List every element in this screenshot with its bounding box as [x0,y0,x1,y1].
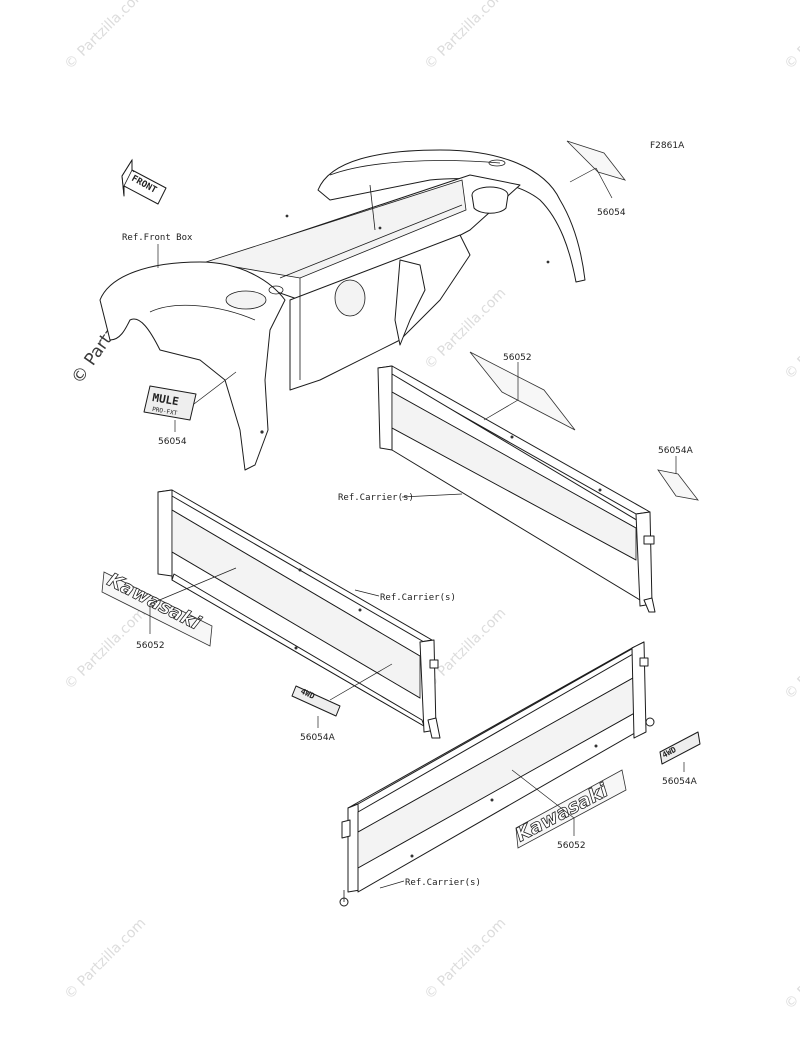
part-label-56054A-bottom: 56054A [662,777,698,787]
watermark: © Partzilla.com [422,915,510,1003]
watermark: © Partzilla.com [782,0,800,73]
carrier-panel-middle [157,489,441,739]
watermark: © Partzilla.com [62,915,150,1003]
part-label-56054A-left: 56054A [300,733,336,743]
watermark: © Partzilla.com [62,0,150,73]
carrier-panel-lower [339,641,655,907]
ref-front-box-label: Ref.Front Box [122,233,193,243]
part-label-56052-left: 56052 [136,641,165,651]
carrier-panel-upper [377,365,656,613]
watermark: © Partzilla.com [782,295,800,383]
front-arrow-icon: FRONT [121,158,167,205]
figure-code: F2861A [650,141,685,151]
mule-decal-text: MULE [151,391,179,408]
ref-carrier-label-1: Ref.Carrier(s) [338,493,414,503]
part-label-56054-mule: 56054 [158,437,187,447]
decal-56052-upper: 56052 [469,351,576,431]
ref-carrier-label-2: Ref.Carrier(s) [380,593,456,603]
front-box-assembly [99,149,586,471]
decal-56054-top: 56054 [566,140,627,218]
part-label-56054A-right: 56054A [658,446,694,456]
watermark: © Partzilla.com [782,925,800,1013]
watermark: © Partzilla.com [422,0,510,73]
ref-carrier-label-3: Ref.Carrier(s) [405,878,481,888]
decal-56054A-right: 56054A [657,446,699,501]
decal-mule: MULE PRO-FXT 56054 [143,385,197,447]
part-label-56054-top: 56054 [597,208,626,218]
decal-4wd-middle: 4WD 56054A [291,685,341,743]
part-label-56052-top: 56052 [503,353,532,363]
mule-decal-subtext: PRO-FXT [152,406,178,417]
decal-4wd-bottom: 4WD 56054A [659,731,701,787]
part-label-56052-bottom: 56052 [557,841,586,851]
watermark: © Partzilla.com [782,615,800,703]
